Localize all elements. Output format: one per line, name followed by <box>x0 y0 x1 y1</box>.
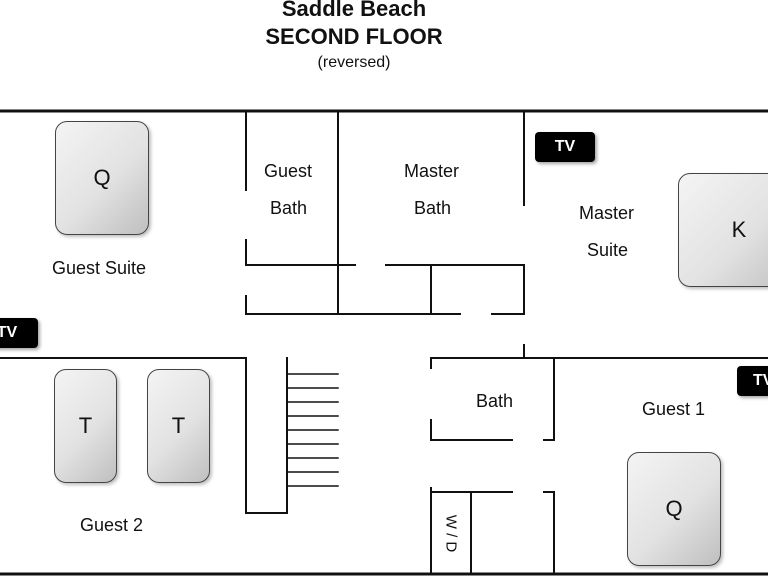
bed-queen-guest-suite: Q <box>55 121 149 235</box>
guest-suite-label: Guest Suite <box>52 258 147 278</box>
master-suite-label-1: Master <box>579 203 635 223</box>
plan-title: Saddle Beach <box>281 0 427 21</box>
guest-1-label: Guest 1 <box>642 399 706 419</box>
bath-label: Bath <box>476 391 514 411</box>
laundry-label: W / D <box>442 514 460 553</box>
guest-bath-label-1: Guest <box>264 161 313 181</box>
bed-twin-right: T <box>147 369 210 483</box>
stair-treads <box>286 373 339 487</box>
tv-master-suite: TV <box>535 132 595 162</box>
floor-label: SECOND FLOOR <box>265 24 443 49</box>
reversed-note: (reversed) <box>317 54 391 71</box>
master-bath-label-2: Bath <box>414 198 452 218</box>
bed-king-master-suite: K <box>678 173 768 287</box>
guest-2-label: Guest 2 <box>80 515 144 535</box>
bed-queen-guest-1: Q <box>627 452 721 566</box>
master-suite-label-2: Suite <box>587 240 629 260</box>
bed-twin-left: T <box>54 369 117 483</box>
tv-guest-1: TV <box>737 366 768 396</box>
master-bath-label-1: Master <box>404 161 460 181</box>
guest-bath-label-2: Bath <box>270 198 308 218</box>
tv-guest-suite: TV <box>0 318 38 348</box>
